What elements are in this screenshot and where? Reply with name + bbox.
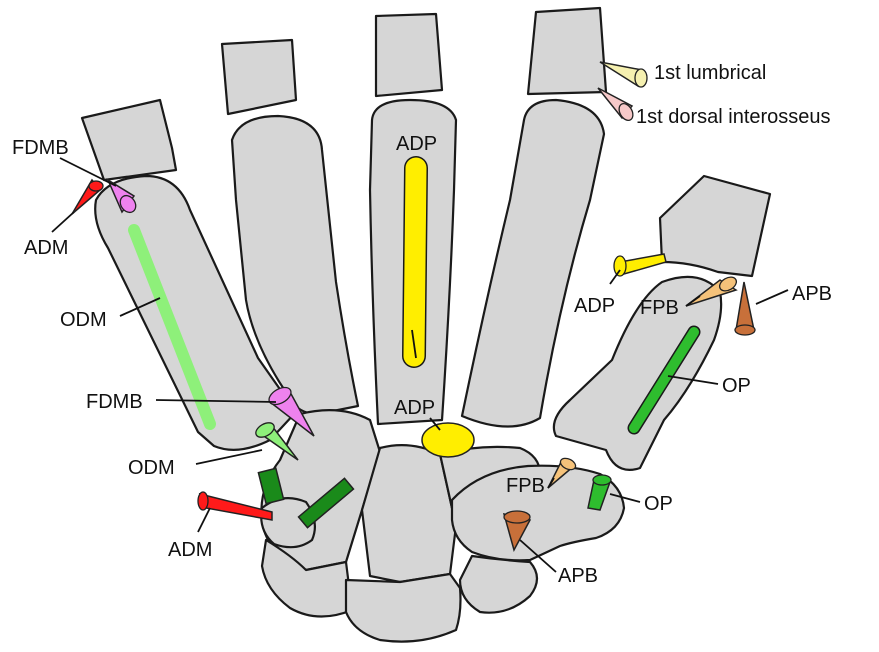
little-proximal-phalanx-bone (82, 100, 176, 180)
fdmb-base-label: FDMB (86, 391, 143, 413)
odm-base-label: ODM (128, 457, 175, 479)
index-proximal-phalanx-bone (528, 8, 606, 94)
adm-base-leader (198, 508, 210, 532)
fdmb-top-label: FDMB (12, 137, 69, 159)
odm-base-leader (196, 450, 262, 464)
adm-top-leader (52, 212, 74, 232)
apb-thumb-label: APB (792, 283, 832, 305)
adp-carpal-label: ADP (394, 397, 435, 419)
op-shaft-label: OP (722, 375, 751, 397)
apb-carpal-label: APB (558, 565, 598, 587)
op-carpal-label: OP (644, 493, 673, 515)
apb-thumb-leader (756, 290, 788, 304)
fpb-thumb-label: FPB (640, 297, 679, 319)
adm-top-label: ADM (24, 237, 68, 259)
adm-base-label: ADM (168, 539, 212, 561)
lunate-bone (346, 574, 461, 642)
index-metacarpal-bone (462, 100, 604, 427)
adp-thumb-marker (620, 254, 666, 274)
adp-carpal-marker (422, 423, 474, 457)
adp-finger-label: ADP (396, 133, 437, 155)
fpb-carpal-label: FPB (506, 475, 545, 497)
first-lumbrical-label: 1st lumbrical (654, 62, 766, 84)
middle-proximal-phalanx-bone (376, 14, 442, 96)
adp-shaft-marker (414, 168, 416, 356)
scaphoid-bone (460, 556, 537, 613)
thumb-proximal-phalanx-bone (660, 176, 770, 276)
ring-proximal-phalanx-bone (222, 40, 296, 114)
first-dorsal-interosseus-label: 1st dorsal interosseus (636, 106, 831, 128)
adp-thumb-label: ADP (574, 295, 615, 317)
apb-thumb-marker (736, 282, 754, 330)
odm-shaft-label: ODM (60, 309, 107, 331)
